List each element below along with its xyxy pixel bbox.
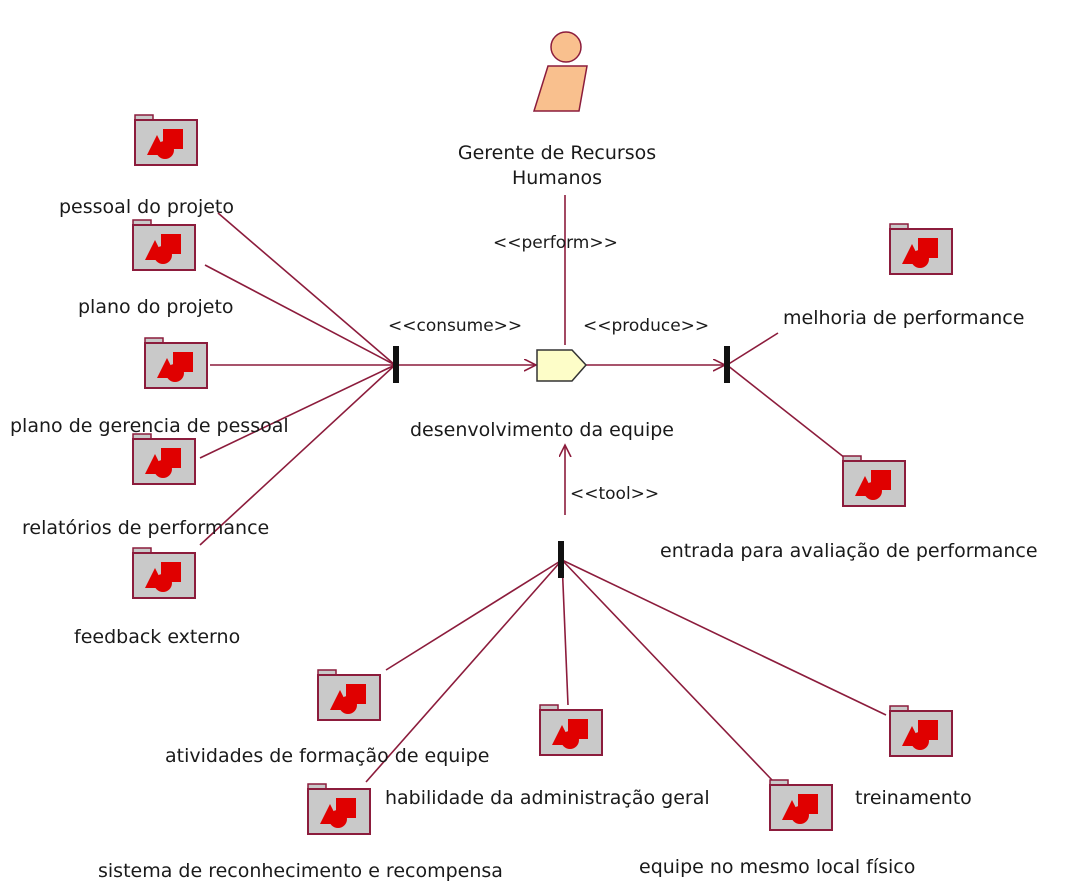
activity-pentagon-icon[interactable] [536,349,588,382]
artifact-label-equipe-no-mesmo-local: equipe no mesmo local físico [639,856,916,878]
folder-icon-feedback-externo[interactable] [132,547,196,599]
artifact-label-plano-de-gerencia: plano de gerencia de pessoal [10,415,289,437]
connector-lines [199,195,887,783]
artifact-label-atividades-de-formacao: atividades de formação de equipe [165,745,490,767]
artifact-label-treinamento: treinamento [855,787,972,809]
folder-icon-sistema-de-reconhecimento[interactable] [307,783,371,835]
artifact-label-relatorios-de-performance: relatórios de performance [22,517,270,539]
actor-icon[interactable] [532,31,588,112]
folder-icon-treinamento[interactable] [889,705,953,757]
line-plano-to-consume [204,264,396,366]
line-feedback-to-consume [199,364,396,546]
line-tools-to-atividades [385,559,563,671]
produce-sync-bar[interactable] [724,346,730,383]
tool-sync-bar[interactable] [558,541,564,578]
folder-icon-plano-do-projeto[interactable] [132,219,196,271]
folder-icon-pessoal-do-projeto[interactable] [134,114,198,166]
folder-icon-equipe-no-mesmo-local[interactable] [769,779,833,831]
stereotype-perform: <<perform>> [493,233,618,253]
line-tools-to-treinamento [561,559,887,716]
artifact-label-pessoal-do-projeto: pessoal do projeto [59,196,234,218]
stereotype-tool: <<tool>> [570,484,660,504]
actor-name-line-2: Humanos [511,167,603,189]
consume-sync-bar[interactable] [393,346,399,383]
stereotype-produce: <<produce>> [583,316,710,336]
artifact-label-sistema-de-reconhecimento: sistema de reconhecimento e recompensa [98,860,503,882]
actor-name-line-1: Gerente de Recursos [457,142,657,164]
folder-icon-melhoria-de-performance[interactable] [889,223,953,275]
artifact-label-melhoria-de-performance: melhoria de performance [783,307,1025,329]
folder-icon-atividades-de-formacao[interactable] [317,669,381,721]
folder-icon-entrada-para-avaliacao[interactable] [842,455,906,507]
artifact-label-entrada-para-avaliacao: entrada para avaliação de performance [660,540,1038,562]
line-produce-to-melhoria [726,332,779,366]
folder-icon-habilidade-da-administracao[interactable] [539,704,603,756]
artifact-label-habilidade-da-administracao: habilidade da administração geral [385,787,710,809]
folder-icon-relatorios-de-performance[interactable] [132,433,196,485]
activity-label: desenvolvimento da equipe [410,419,674,441]
stereotype-consume: <<consume>> [388,316,523,336]
folder-icon-plano-de-gerencia[interactable] [144,337,208,389]
artifact-label-plano-do-projeto: plano do projeto [78,296,234,318]
line-relatorios-to-consume [199,364,396,459]
line-produce-to-entrada [726,364,846,459]
line-pessoal-to-consume [217,212,396,366]
artifact-label-feedback-externo: feedback externo [74,626,241,648]
line-tools-to-equipe [561,559,773,781]
line-tools-to-sistema [365,559,563,783]
line-tools-to-habilidade [561,559,569,706]
